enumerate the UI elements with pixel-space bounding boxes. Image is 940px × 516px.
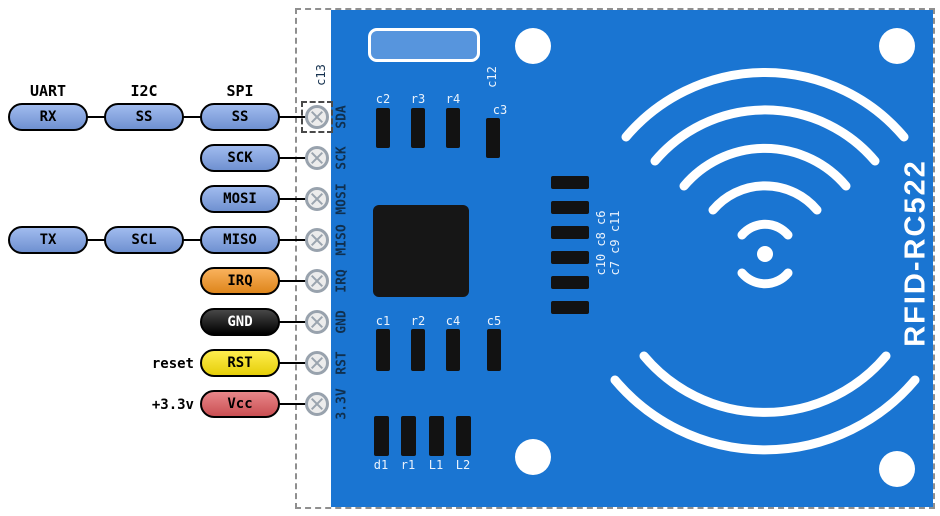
pin-hole-miso <box>305 228 329 252</box>
label-r1: r1 <box>400 458 416 472</box>
label-L1: L1 <box>428 458 444 472</box>
pin-hole-sck <box>305 146 329 170</box>
annotation-reset: reset <box>151 356 194 372</box>
pin-hole-3v3 <box>305 392 329 416</box>
smd-r2 <box>411 329 425 371</box>
pin-hole-gnd <box>305 310 329 334</box>
mounting-hole-top-left <box>515 28 551 64</box>
wire-irq <box>270 280 310 282</box>
pill-miso: MISO <box>200 226 280 254</box>
pin-hole-rst <box>305 351 329 375</box>
pin-label-sck: SCK <box>334 146 350 170</box>
pill-tx: TX <box>8 226 88 254</box>
mounting-hole-bottom-right <box>879 451 915 487</box>
label-c1: c1 <box>375 314 391 328</box>
pill-scl: SCL <box>104 226 184 254</box>
pin-label-irq: IRQ <box>334 269 350 293</box>
smd-c7 <box>551 226 589 239</box>
label-c4: c4 <box>445 314 461 328</box>
label-mid-caps-left: c10 c8 c6 <box>594 210 608 276</box>
pill-ss-i2c: SS <box>104 103 184 131</box>
crystal-oscillator <box>368 28 480 62</box>
board-name: RFID-RC522 <box>899 159 932 347</box>
smd-c11 <box>551 176 589 189</box>
smd-c8 <box>551 276 589 289</box>
antenna-waves-icon <box>610 68 920 455</box>
label-d1: d1 <box>373 458 389 472</box>
pin-label-rst: RST <box>334 351 350 375</box>
label-c3: c3 <box>492 103 508 117</box>
pin-label-miso: MISO <box>334 224 350 256</box>
wire-vcc <box>270 403 310 405</box>
wire-rst <box>270 362 310 364</box>
smd-L1 <box>429 416 444 456</box>
smd-r4 <box>446 108 460 148</box>
column-header-uart: UART <box>29 82 67 100</box>
label-c5: c5 <box>486 314 502 328</box>
pin-hole-mosi <box>305 187 329 211</box>
smd-c4 <box>446 329 460 371</box>
pin-label-gnd: GND <box>334 310 350 334</box>
mounting-hole-top-right <box>879 28 915 64</box>
label-c13: c13 <box>314 64 328 86</box>
smd-L2 <box>456 416 471 456</box>
smd-r3 <box>411 108 425 148</box>
smd-c2 <box>376 108 390 148</box>
pin-label-mosi: MOSI <box>334 183 350 215</box>
pill-sck: SCK <box>200 144 280 172</box>
wire-sck <box>270 157 310 159</box>
smd-r1 <box>401 416 416 456</box>
pill-vcc: Vcc <box>200 390 280 418</box>
board-outline <box>295 8 935 509</box>
pin-hole-sda <box>305 105 329 129</box>
smd-c9 <box>551 201 589 214</box>
label-mid-caps-right: c7 c9 c11 <box>608 210 622 276</box>
pill-gnd: GND <box>200 308 280 336</box>
ic-chip <box>373 205 469 297</box>
label-c2: c2 <box>375 92 391 106</box>
pill-rst: RST <box>200 349 280 377</box>
pill-ss-spi: SS <box>200 103 280 131</box>
wire-mosi <box>270 198 310 200</box>
mounting-hole-bottom-left <box>515 439 551 475</box>
pill-irq: IRQ <box>200 267 280 295</box>
smd-c1 <box>376 329 390 371</box>
pill-rx: RX <box>8 103 88 131</box>
label-r2: r2 <box>410 314 426 328</box>
pin-label-3v3: 3.3V <box>334 388 350 420</box>
smd-d1 <box>374 416 389 456</box>
label-L2: L2 <box>455 458 471 472</box>
pill-mosi: MOSI <box>200 185 280 213</box>
annotation-3v3: +3.3v <box>151 397 194 413</box>
pin-hole-irq <box>305 269 329 293</box>
label-r3: r3 <box>410 92 426 106</box>
smd-c3 <box>486 118 500 158</box>
pin-pad-square-sda <box>301 101 333 133</box>
column-header-i2c: I2C <box>130 82 158 100</box>
label-r4: r4 <box>445 92 461 106</box>
wire-gnd <box>270 321 310 323</box>
column-header-spi: SPI <box>226 82 254 100</box>
smd-c6 <box>551 251 589 264</box>
smd-c10 <box>551 301 589 314</box>
label-c12: c12 <box>485 66 499 88</box>
smd-c5 <box>487 329 501 371</box>
pin-label-sda: SDA <box>334 105 350 129</box>
